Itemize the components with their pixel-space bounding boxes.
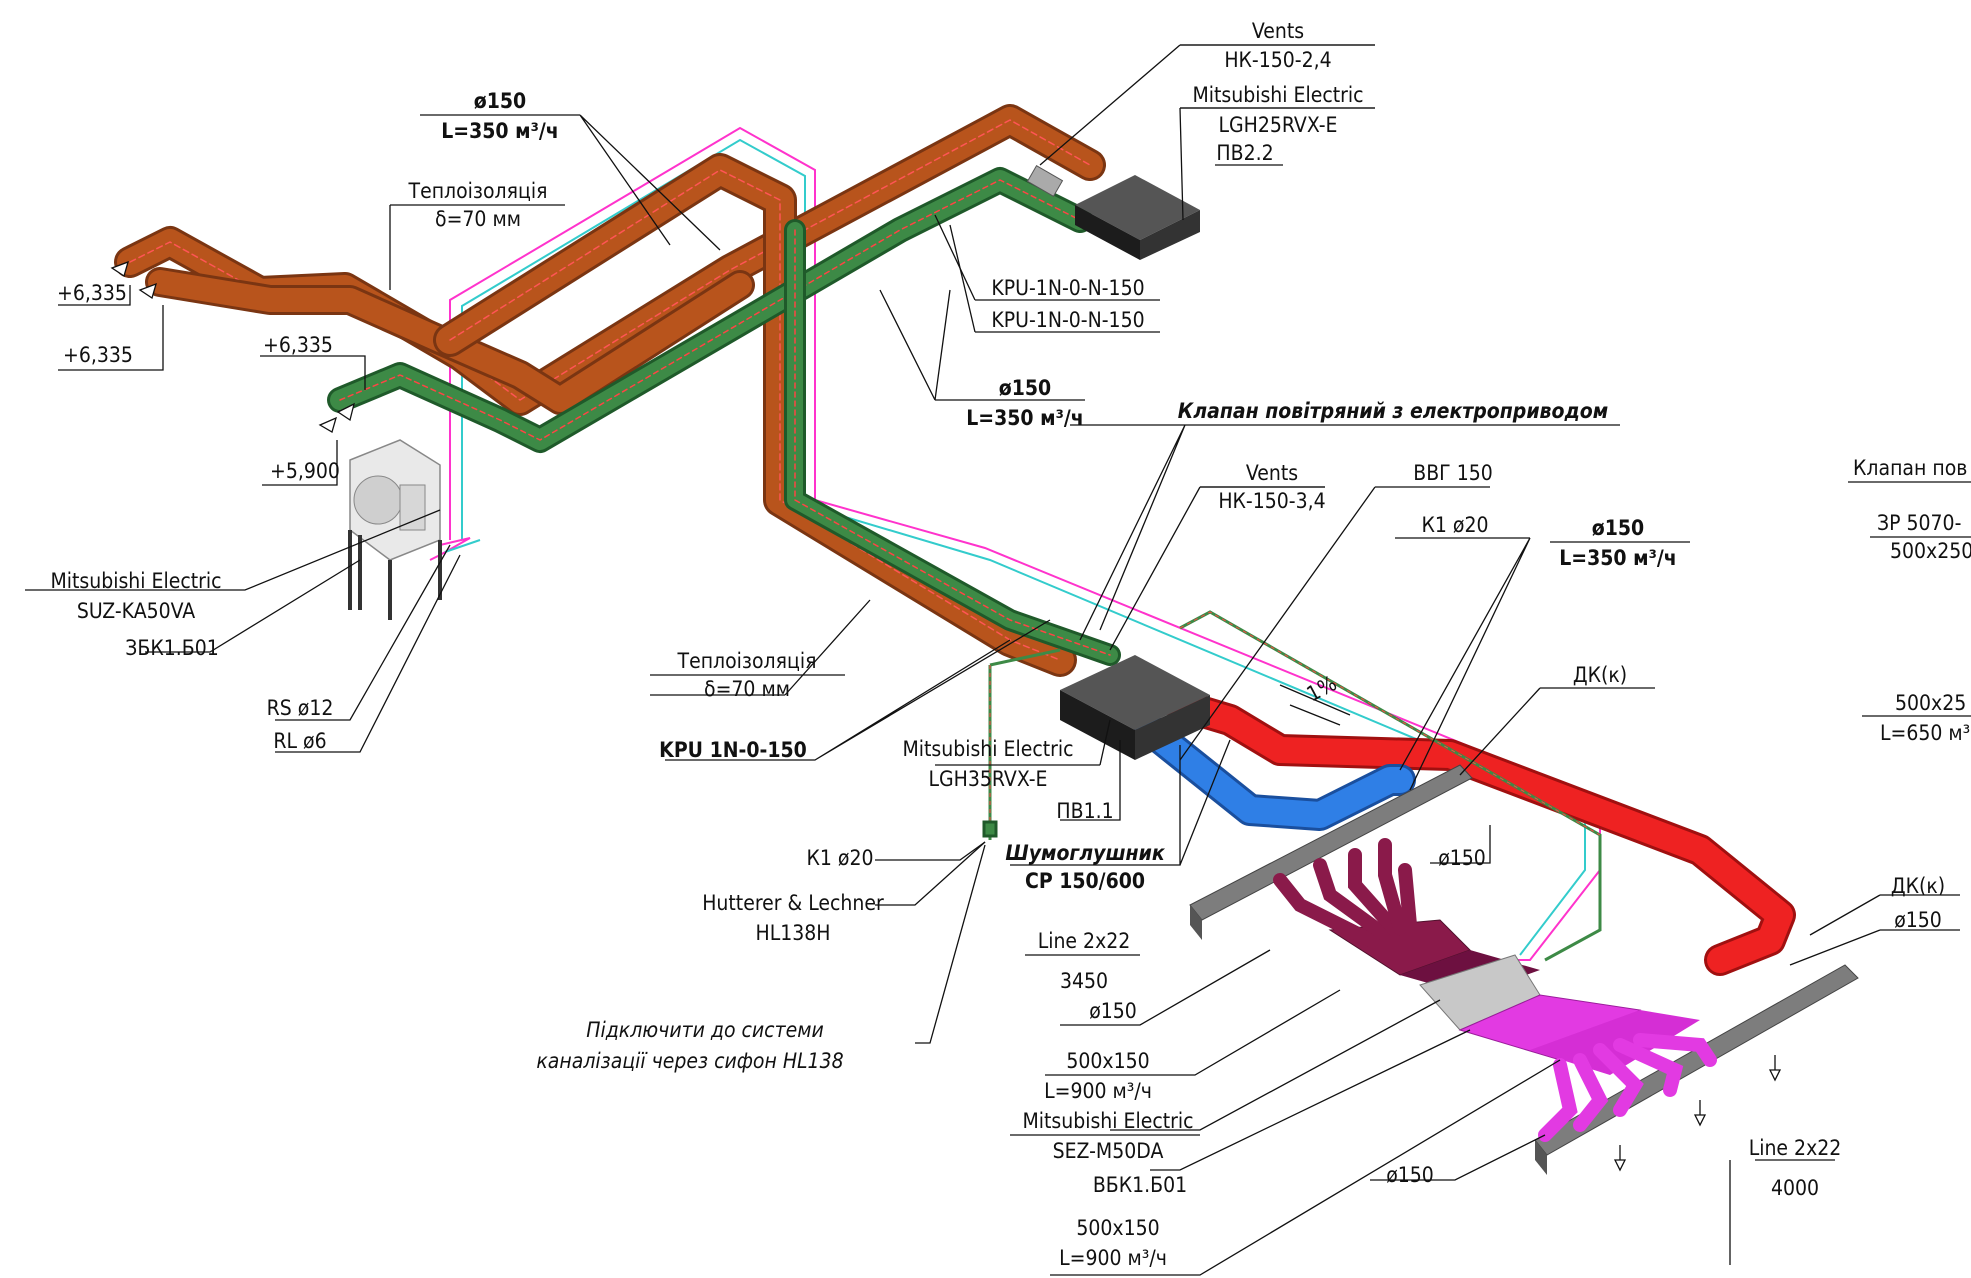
label-vents-mid: Vents [1246,461,1298,485]
leader-lines [25,44,1960,1276]
hrv-unit-lower [1060,655,1210,760]
label-flow-top-a: L=350 м³/ч [441,119,558,143]
label-cut-size2: 500x25 [1895,691,1966,715]
label-flow-a: L=900 м³/ч [1044,1079,1152,1103]
label-cut-size1: 500x250 [1890,539,1971,563]
flow-arrows [1613,1055,1782,1172]
green-duct-run [327,167,1121,666]
label-mitsubishi-mid: Mitsubishi Electric [902,737,1073,761]
label-lgh35: LGH35RVX-E [929,767,1048,791]
label-pv11: ПВ1.1 [1056,799,1113,823]
label-slope: 1% [1303,671,1341,706]
label-d150-right: ø150 [1894,908,1942,932]
label-mitsubishi-top: Mitsubishi Electric [1192,83,1363,107]
label-d150-bottom: ø150 [1386,1163,1434,1187]
hrv-unit-upper [1026,165,1200,260]
label-hk-150-24: НК-150-2,4 [1224,48,1331,72]
label-mitsubishi-ducted: Mitsubishi Electric [1022,1109,1193,1133]
duct-end-markers [110,260,355,433]
label-insul-top: Теплоізоляція [408,179,548,203]
label-vvg: ВВГ 150 [1413,461,1493,485]
label-line-b-len: 4000 [1771,1176,1819,1200]
label-dk-right: ДК(к) [1891,874,1945,898]
label-kpu-2: KPU-1N-0-N-150 [991,308,1144,332]
label-lgh25: LGH25RVX-E [1219,113,1338,137]
label-cut-zr: ЗР 5070- [1877,511,1961,535]
label-dk-top: ДК(к) [1573,663,1627,687]
label-vbk: ВБК1.Б01 [1093,1173,1187,1197]
label-silencer-model: СР 150/600 [1025,869,1145,893]
label-d150-top-b: ø150 [999,376,1051,400]
label-elev-1: +6,335 [57,281,127,305]
label-insul-mid-d: δ=70 мм [704,677,790,701]
label-cut-flow: L=650 м³ [1880,721,1970,745]
label-rl: RL ø6 [273,729,326,753]
label-duct-a: 500x150 [1066,1049,1149,1073]
label-kpu-bold: KPU 1N-0-150 [659,738,807,762]
label-elev-2: +6,335 [63,343,133,367]
label-kpu-1: KPU-1N-0-N-150 [991,276,1144,300]
condensate-line [982,610,1602,962]
label-suz: SUZ-KA50VA [77,599,195,623]
label-vents-top: Vents [1252,19,1304,43]
label-elev-4: +5,900 [270,459,340,483]
label-flow-b: L=900 м³/ч [1059,1246,1167,1270]
label-mitsubishi-outdoor: Mitsubishi Electric [50,569,221,593]
label-drain-note-2: каналізації через сифон HL138 [536,1049,843,1073]
lower-duct-system [1134,689,1796,976]
label-hutterer: Hutterer & Lechner [702,891,884,915]
label-d150-top-a: ø150 [474,89,526,113]
label-k1-top: К1 ø20 [1421,513,1488,537]
label-elev-3: +6,335 [263,333,333,357]
label-insul-top-d: δ=70 мм [435,207,521,231]
label-line-b: Line 2x22 [1749,1136,1842,1160]
label-insul-mid: Теплоізоляція [677,649,817,673]
label-pv22: ПВ2.2 [1216,141,1273,165]
label-d150-silencer: ø150 [1438,846,1486,870]
label-silencer: Шумоглушник [1005,841,1165,865]
label-hl138h: HL138H [756,921,831,945]
label-drain-note-1: Підключити до системи [586,1018,823,1042]
label-valve-title: Клапан повітряний з електроприводом [1178,399,1608,423]
annotation-labels: Vents НК-150-2,4 Mitsubishi Electric LGH… [50,19,1971,1270]
label-zbk: ЗБК1.Б01 [125,636,219,660]
label-hk-150-34: НК-150-3,4 [1218,489,1325,513]
upper-duct-run-3 [433,153,1077,677]
label-flow-mid: L=350 м³/ч [1559,546,1676,570]
label-cut-valve: Клапан пов [1853,456,1967,480]
label-d150-left: ø150 [1089,999,1137,1023]
label-duct-b: 500x150 [1076,1216,1159,1240]
label-k1-bottom: К1 ø20 [806,846,873,870]
outdoor-unit [348,439,442,620]
label-flow-top-b: L=350 м³/ч [966,406,1083,430]
label-line-a: Line 2x22 [1038,929,1131,953]
label-d150-mid: ø150 [1592,516,1644,540]
ceiling-unit-assembly [1189,764,1859,1175]
label-rs: RS ø12 [267,696,334,720]
label-sez: SEZ-M50DA [1053,1139,1164,1163]
label-line-a-len: 3450 [1060,969,1108,993]
